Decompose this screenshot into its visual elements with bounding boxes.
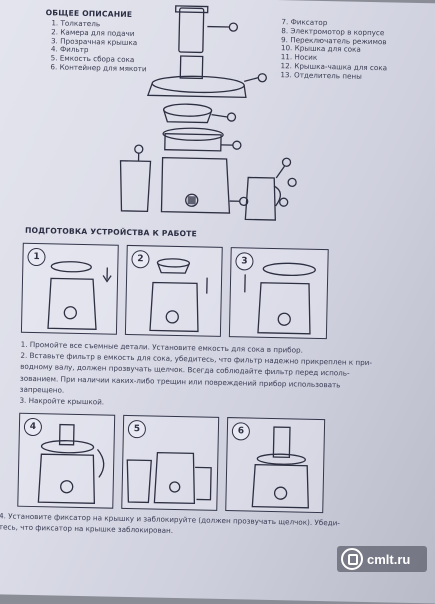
juicer-step-illustration [22,244,118,334]
watermark-text: cmlt.ru [367,552,410,567]
step-4-box: 4 [17,413,115,509]
instructions-block-2: 4. Установите фиксатор на крышку и забло… [0,510,340,540]
step-3-box: 3 [229,247,329,339]
juicer-step-illustration [226,418,324,512]
watermark-badge: cmlt.ru [337,546,427,572]
juicer-step-illustration [122,416,218,510]
step-2-box: 2 [125,245,223,337]
juicer-step-illustration [230,248,328,338]
step-5-box: 5 [121,415,219,511]
juicer-step-illustration [126,246,222,336]
juicer-exploded-diagram [125,3,429,219]
prep-heading: ПОДГОТОВКА УСТРОЙСТВА К РАБОТЕ [25,227,197,239]
cmlt-logo-icon [341,548,363,570]
step-6-box: 6 [225,417,325,513]
juicer-step-illustration [18,414,114,508]
step-1-box: 1 [21,243,119,335]
instructions-block-1: 1. Промойте все съемные детали. Установи… [19,339,372,414]
